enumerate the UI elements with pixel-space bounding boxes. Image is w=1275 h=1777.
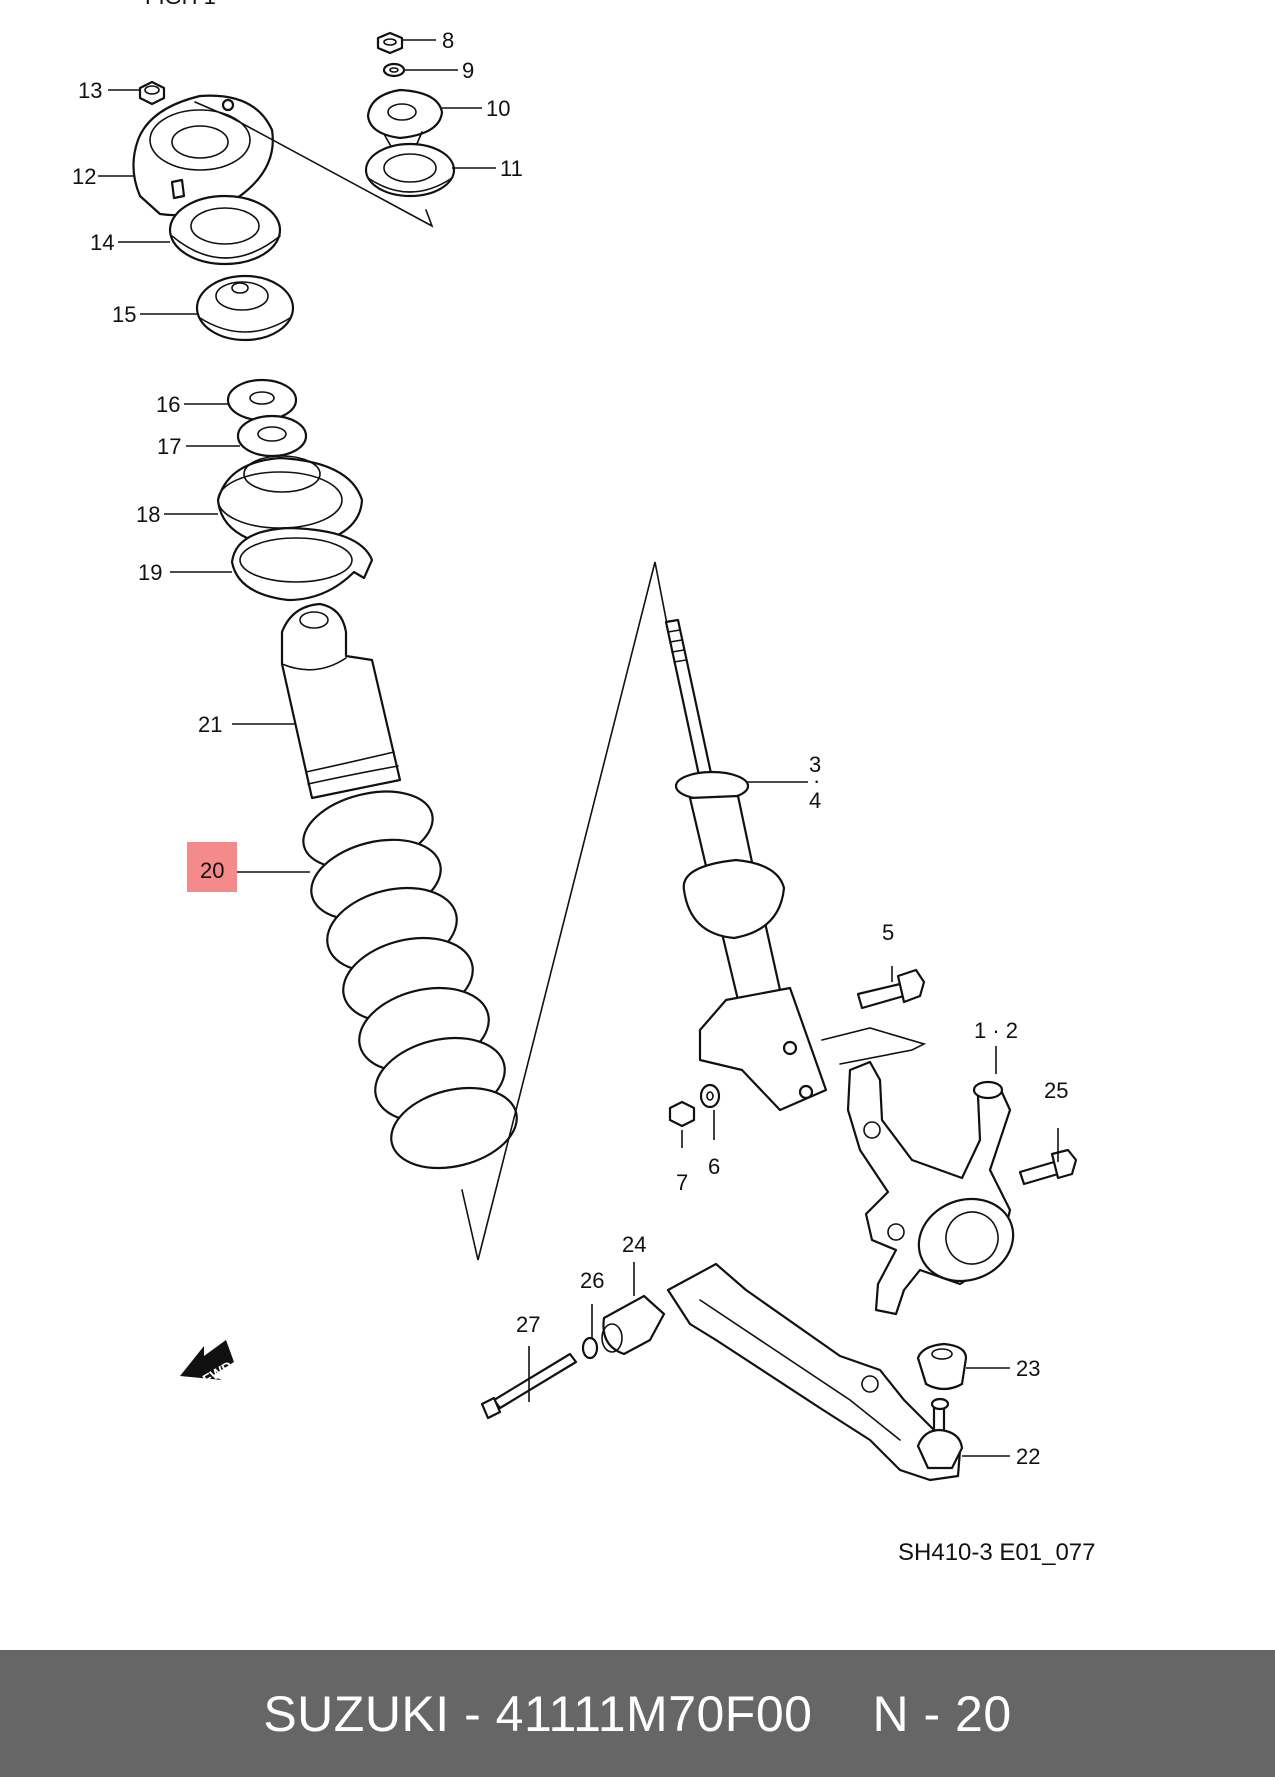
part-23-boot [916,1342,968,1391]
part-1-2-steering-knuckle [846,1060,1015,1316]
callout-6: 6 [708,1154,720,1179]
part-16-washer [226,378,298,422]
callouts: 13 12 14 15 8 9 10 11 16 17 18 19 21 20 … [72,28,1068,1469]
top-cut-label: FIGH 1 [145,0,216,9]
part-26-washer [581,1336,599,1360]
highlight-box-20 [187,842,237,892]
callout-19: 19 [138,560,162,585]
callout-23: 23 [1016,1356,1040,1381]
part-14-bearing [168,194,282,266]
exploded-line-knuckle [821,1027,927,1065]
fwd-arrow-icon: FWD [180,1340,235,1387]
callout-11: 11 [500,156,523,181]
parts-diagram: FIGH 1 [72,0,1095,1566]
part-8-nut [376,31,404,55]
part-24-bushing [601,1294,666,1356]
part-20-coil-spring [302,790,518,1170]
footer-position-separator: - [923,1685,941,1742]
exploded-line-upper [194,101,434,228]
part-12-strut-mount [132,94,274,217]
part-18-upper-seat [216,455,364,550]
callout-21: 21 [198,712,222,737]
part-17-nut-washer [236,414,308,458]
part-21-bump-stop-boot [280,602,402,800]
callout-16: 16 [156,392,180,417]
footer-separator: - [464,1685,482,1742]
callout-14: 14 [90,230,114,255]
part-3-4-shock-absorber [664,618,828,1112]
callout-9: 9 [462,58,474,83]
part-6-washer [699,1083,721,1109]
part-13-nut [138,80,166,106]
callout-13: 13 [78,78,102,103]
callout-24: 24 [622,1232,646,1257]
callout-10: 10 [486,96,510,121]
footer-brand: SUZUKI [263,1685,450,1742]
part-27-bolt [480,1352,578,1420]
callout-3: 3 [809,752,821,777]
part-15-spring-seat [195,274,295,342]
callout-22: 22 [1016,1444,1040,1469]
footer-position-prefix: N [872,1685,910,1742]
callout-7: 7 [676,1170,688,1195]
callout-3-4-dot: · [813,768,820,793]
part-10-plate [366,88,444,149]
footer-bar: SUZUKI - 41111M70F00 N - 20 [0,1650,1275,1777]
part-9-washer [382,62,406,78]
callout-15: 15 [112,302,136,327]
callout-26: 26 [580,1268,604,1293]
leader-lines [98,39,1059,1457]
part-lower-arm [666,1262,962,1482]
part-11-insulator [364,142,456,198]
exploded-line-strut [461,561,673,1261]
footer-position-number: 20 [955,1685,1012,1742]
diagram-reference-code: SH410-3 E01_077 [898,1539,1095,1566]
callout-27: 27 [516,1312,540,1337]
part-7-nut [668,1100,696,1128]
footer-part-number: 41111M70F00 [495,1685,813,1742]
callout-17: 17 [157,434,181,459]
part-19-spring-insulator [230,526,374,602]
callout-20: 20 [200,858,224,883]
part-22-ball-joint [916,1397,964,1470]
callout-5: 5 [882,920,894,945]
callout-25: 25 [1044,1078,1068,1103]
callout-1-2: 1 · 2 [974,1018,1018,1043]
callout-18: 18 [136,502,160,527]
callout-8: 8 [442,28,454,53]
part-5-bolt [856,968,926,1010]
part-25-bolt [1018,1148,1078,1186]
callout-4: 4 [809,788,821,813]
callout-12: 12 [72,164,96,189]
